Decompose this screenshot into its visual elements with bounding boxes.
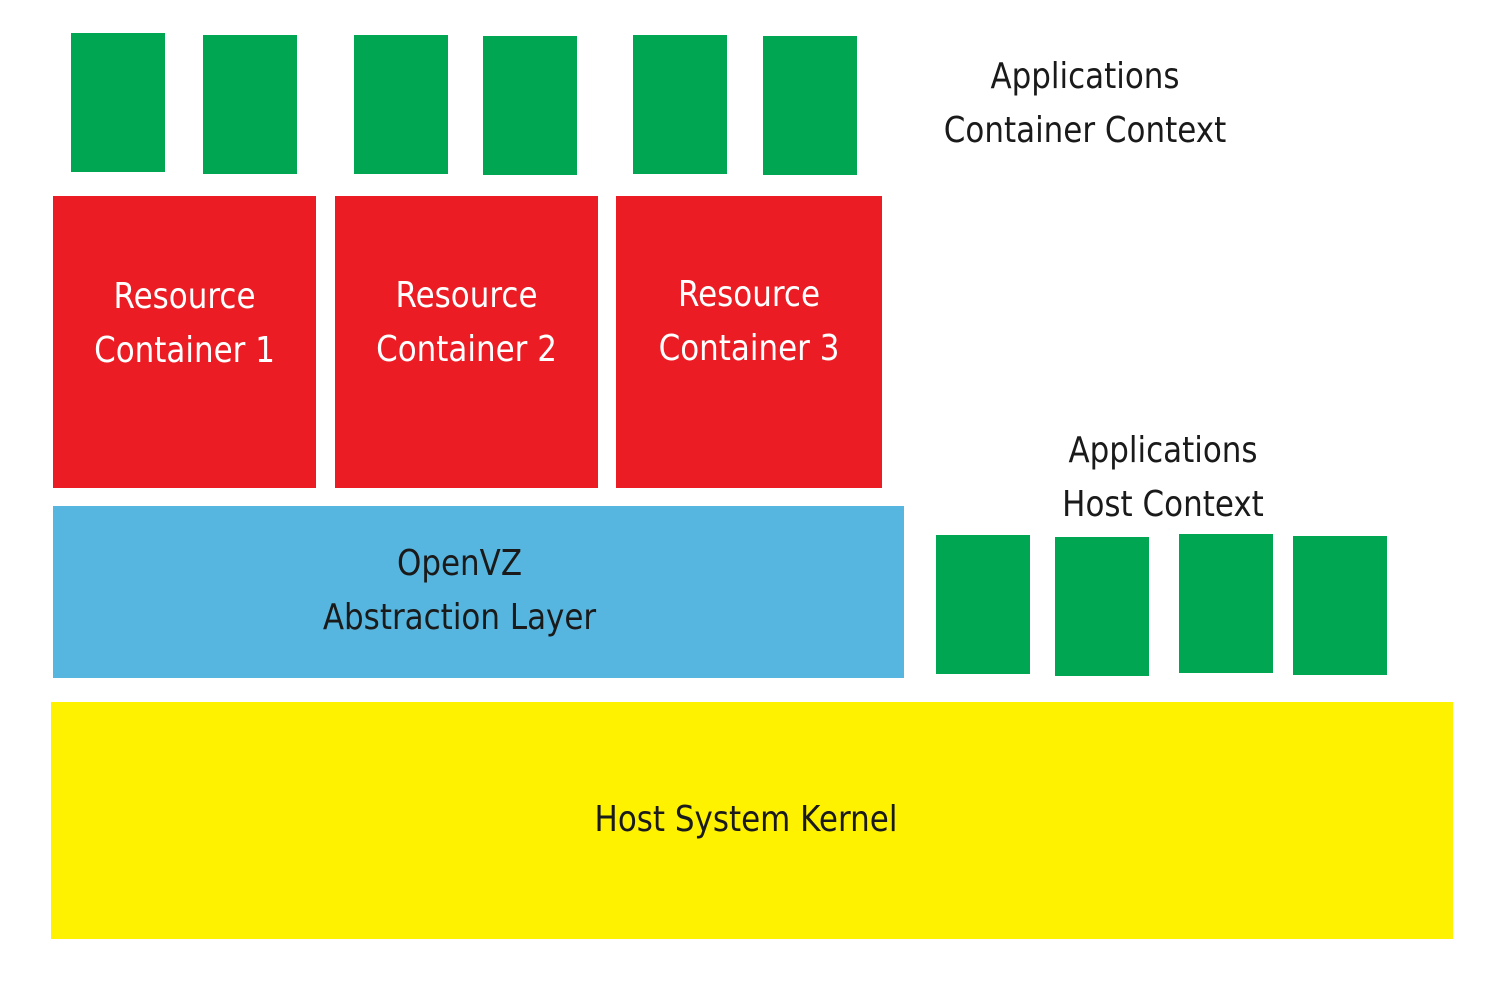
label-line: Abstraction Layer xyxy=(322,597,597,638)
host-app-block xyxy=(1055,537,1149,676)
label-line: Container 1 xyxy=(94,330,275,371)
label-line: Container Context xyxy=(943,110,1227,151)
container-app-block xyxy=(71,33,165,172)
resource-container-1: Resource Container 1 xyxy=(53,196,316,488)
label-line: Applications xyxy=(1068,430,1258,471)
resource-container-2-label: Resource Container 2 xyxy=(353,269,579,377)
resource-container-3: Resource Container 3 xyxy=(616,196,882,488)
resource-container-2: Resource Container 2 xyxy=(335,196,598,488)
label-line: Resource xyxy=(113,276,256,317)
kernel-label: Host System Kernel xyxy=(148,793,1343,847)
host-app-block xyxy=(1179,534,1273,673)
container-app-block xyxy=(354,35,448,174)
openvz-abstraction-layer: OpenVZ Abstraction Layer xyxy=(53,506,904,678)
container-app-block xyxy=(483,36,577,175)
host-system-kernel: Host System Kernel xyxy=(51,702,1453,939)
label-line: OpenVZ xyxy=(396,543,523,584)
label-line: Applications xyxy=(990,56,1180,97)
label-line: Resource xyxy=(678,274,820,315)
label-line: Container 3 xyxy=(658,328,840,369)
container-app-block xyxy=(203,35,297,174)
container-app-block xyxy=(763,36,857,175)
label-line: Container 2 xyxy=(376,329,557,370)
openvz-label: OpenVZ Abstraction Layer xyxy=(110,537,809,645)
resource-container-1-label: Resource Container 1 xyxy=(71,270,297,378)
host-app-block xyxy=(1293,536,1387,675)
label-line: Host System Kernel xyxy=(594,799,898,840)
label-line: Resource xyxy=(395,275,538,316)
host-app-block xyxy=(936,535,1030,674)
container-app-block xyxy=(633,35,727,174)
applications-container-context-label: Applications Container Context xyxy=(926,50,1244,158)
label-line: Host Context xyxy=(1062,484,1264,525)
applications-host-context-label: Applications Host Context xyxy=(1023,424,1303,532)
resource-container-3-label: Resource Container 3 xyxy=(635,268,864,376)
